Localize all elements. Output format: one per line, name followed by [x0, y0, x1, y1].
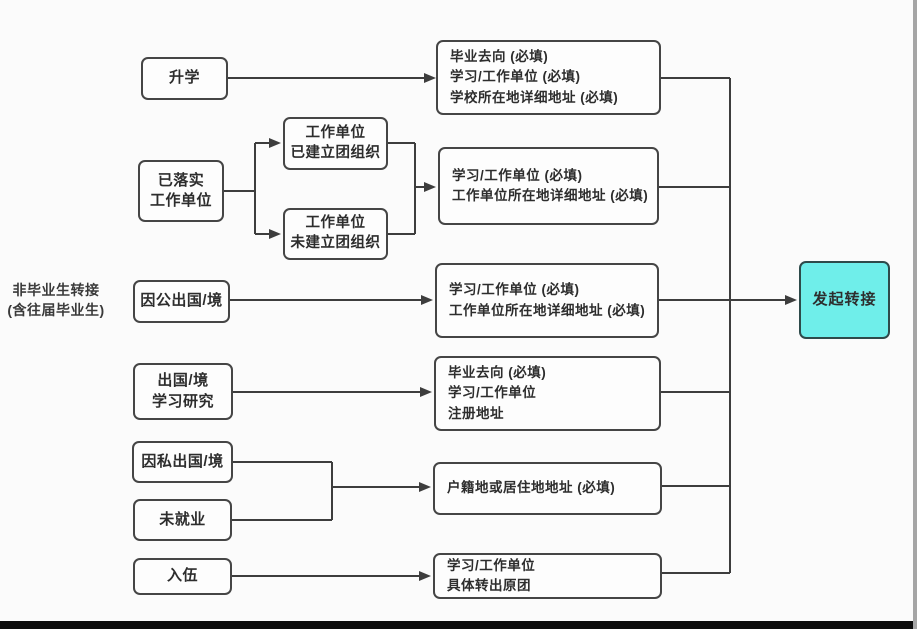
node-unemployed: 未就业: [133, 499, 232, 541]
root-label-line2: (含往届毕业生): [7, 302, 105, 319]
bottom-border-bar: [0, 621, 917, 629]
connector-right-collector: [659, 77, 731, 574]
node-label: 学校所在地详细地址 (必填): [450, 89, 619, 105]
node-label: 毕业去向 (必填): [450, 49, 549, 65]
node-req-further-study: 毕业去向 (必填) 学习/工作单位 (必填) 学校所在地详细地址 (必填): [436, 40, 661, 115]
node-unit-with-league: 工作单位 已建立团组织: [283, 117, 388, 170]
node-req-enlisted: 学习/工作单位 具体转出原团: [433, 553, 662, 599]
node-req-employed: 学习/工作单位 (必填) 工作单位所在地详细地址 (必填): [438, 147, 659, 225]
node-label: 学习/工作单位 (必填): [450, 69, 581, 85]
node-req-no-job: 户籍地或居住地地址 (必填): [433, 462, 662, 515]
connector-employed-split: [224, 143, 256, 234]
node-abroad-study: 出国/境 学习研究: [133, 363, 233, 420]
node-abroad-official: 因公出国/境: [133, 280, 230, 323]
node-label: 毕业去向 (必填): [448, 365, 547, 381]
node-label: 户籍地或居住地地址 (必填): [447, 480, 616, 496]
node-label: 工作单位所在地详细地址 (必填): [452, 188, 649, 203]
node-label: 升学: [168, 69, 200, 87]
right-edge-strip: [913, 0, 917, 629]
node-label: 具体转出原团: [447, 578, 531, 593]
node-label: 发起转接: [812, 290, 877, 308]
node-employed: 已落实 工作单位: [138, 160, 224, 222]
node-further-study: 升学: [141, 57, 228, 100]
node-enlisted: 入伍: [133, 558, 232, 595]
node-label: 工作单位: [149, 192, 212, 209]
node-label: 学习/工作单位: [447, 557, 536, 573]
node-label: 因公出国/境: [140, 292, 223, 310]
node-label: 未就业: [159, 510, 206, 528]
node-label: 学习/工作单位: [448, 385, 537, 401]
node-label: 注册地址: [448, 405, 504, 421]
node-label: 学习/工作单位 (必填): [452, 167, 583, 183]
node-req-abroad-study: 毕业去向 (必填) 学习/工作单位 注册地址: [434, 356, 661, 431]
node-label: 已建立团组织: [290, 144, 381, 161]
node-label: 入伍: [166, 567, 198, 585]
connector-private-unemployed-merge: [232, 461, 333, 521]
node-label: 工作单位: [305, 215, 366, 232]
node-label: 学习/工作单位 (必填): [449, 282, 580, 298]
node-label: 工作单位所在地详细地址 (必填): [449, 302, 646, 318]
node-label: 未建立团组织: [290, 235, 381, 251]
connector-unit-merge: [388, 142, 416, 235]
node-label: 因私出国/境: [141, 452, 224, 470]
node-label: 工作单位: [305, 124, 366, 141]
node-req-abroad-official: 学习/工作单位 (必填) 工作单位所在地详细地址 (必填): [435, 263, 659, 338]
node-unit-without-league: 工作单位 未建立团组织: [283, 208, 388, 260]
node-label: 已落实: [157, 171, 205, 189]
root-label-line1: 非毕业生转接: [12, 282, 100, 298]
node-initiate-transfer: 发起转接: [799, 261, 890, 339]
diagram-root-label: 非毕业生转接 (含往届毕业生): [6, 280, 106, 321]
node-abroad-private: 因私出国/境: [132, 441, 233, 483]
node-label: 学习研究: [151, 392, 214, 410]
node-label: 出国/境: [157, 372, 209, 390]
